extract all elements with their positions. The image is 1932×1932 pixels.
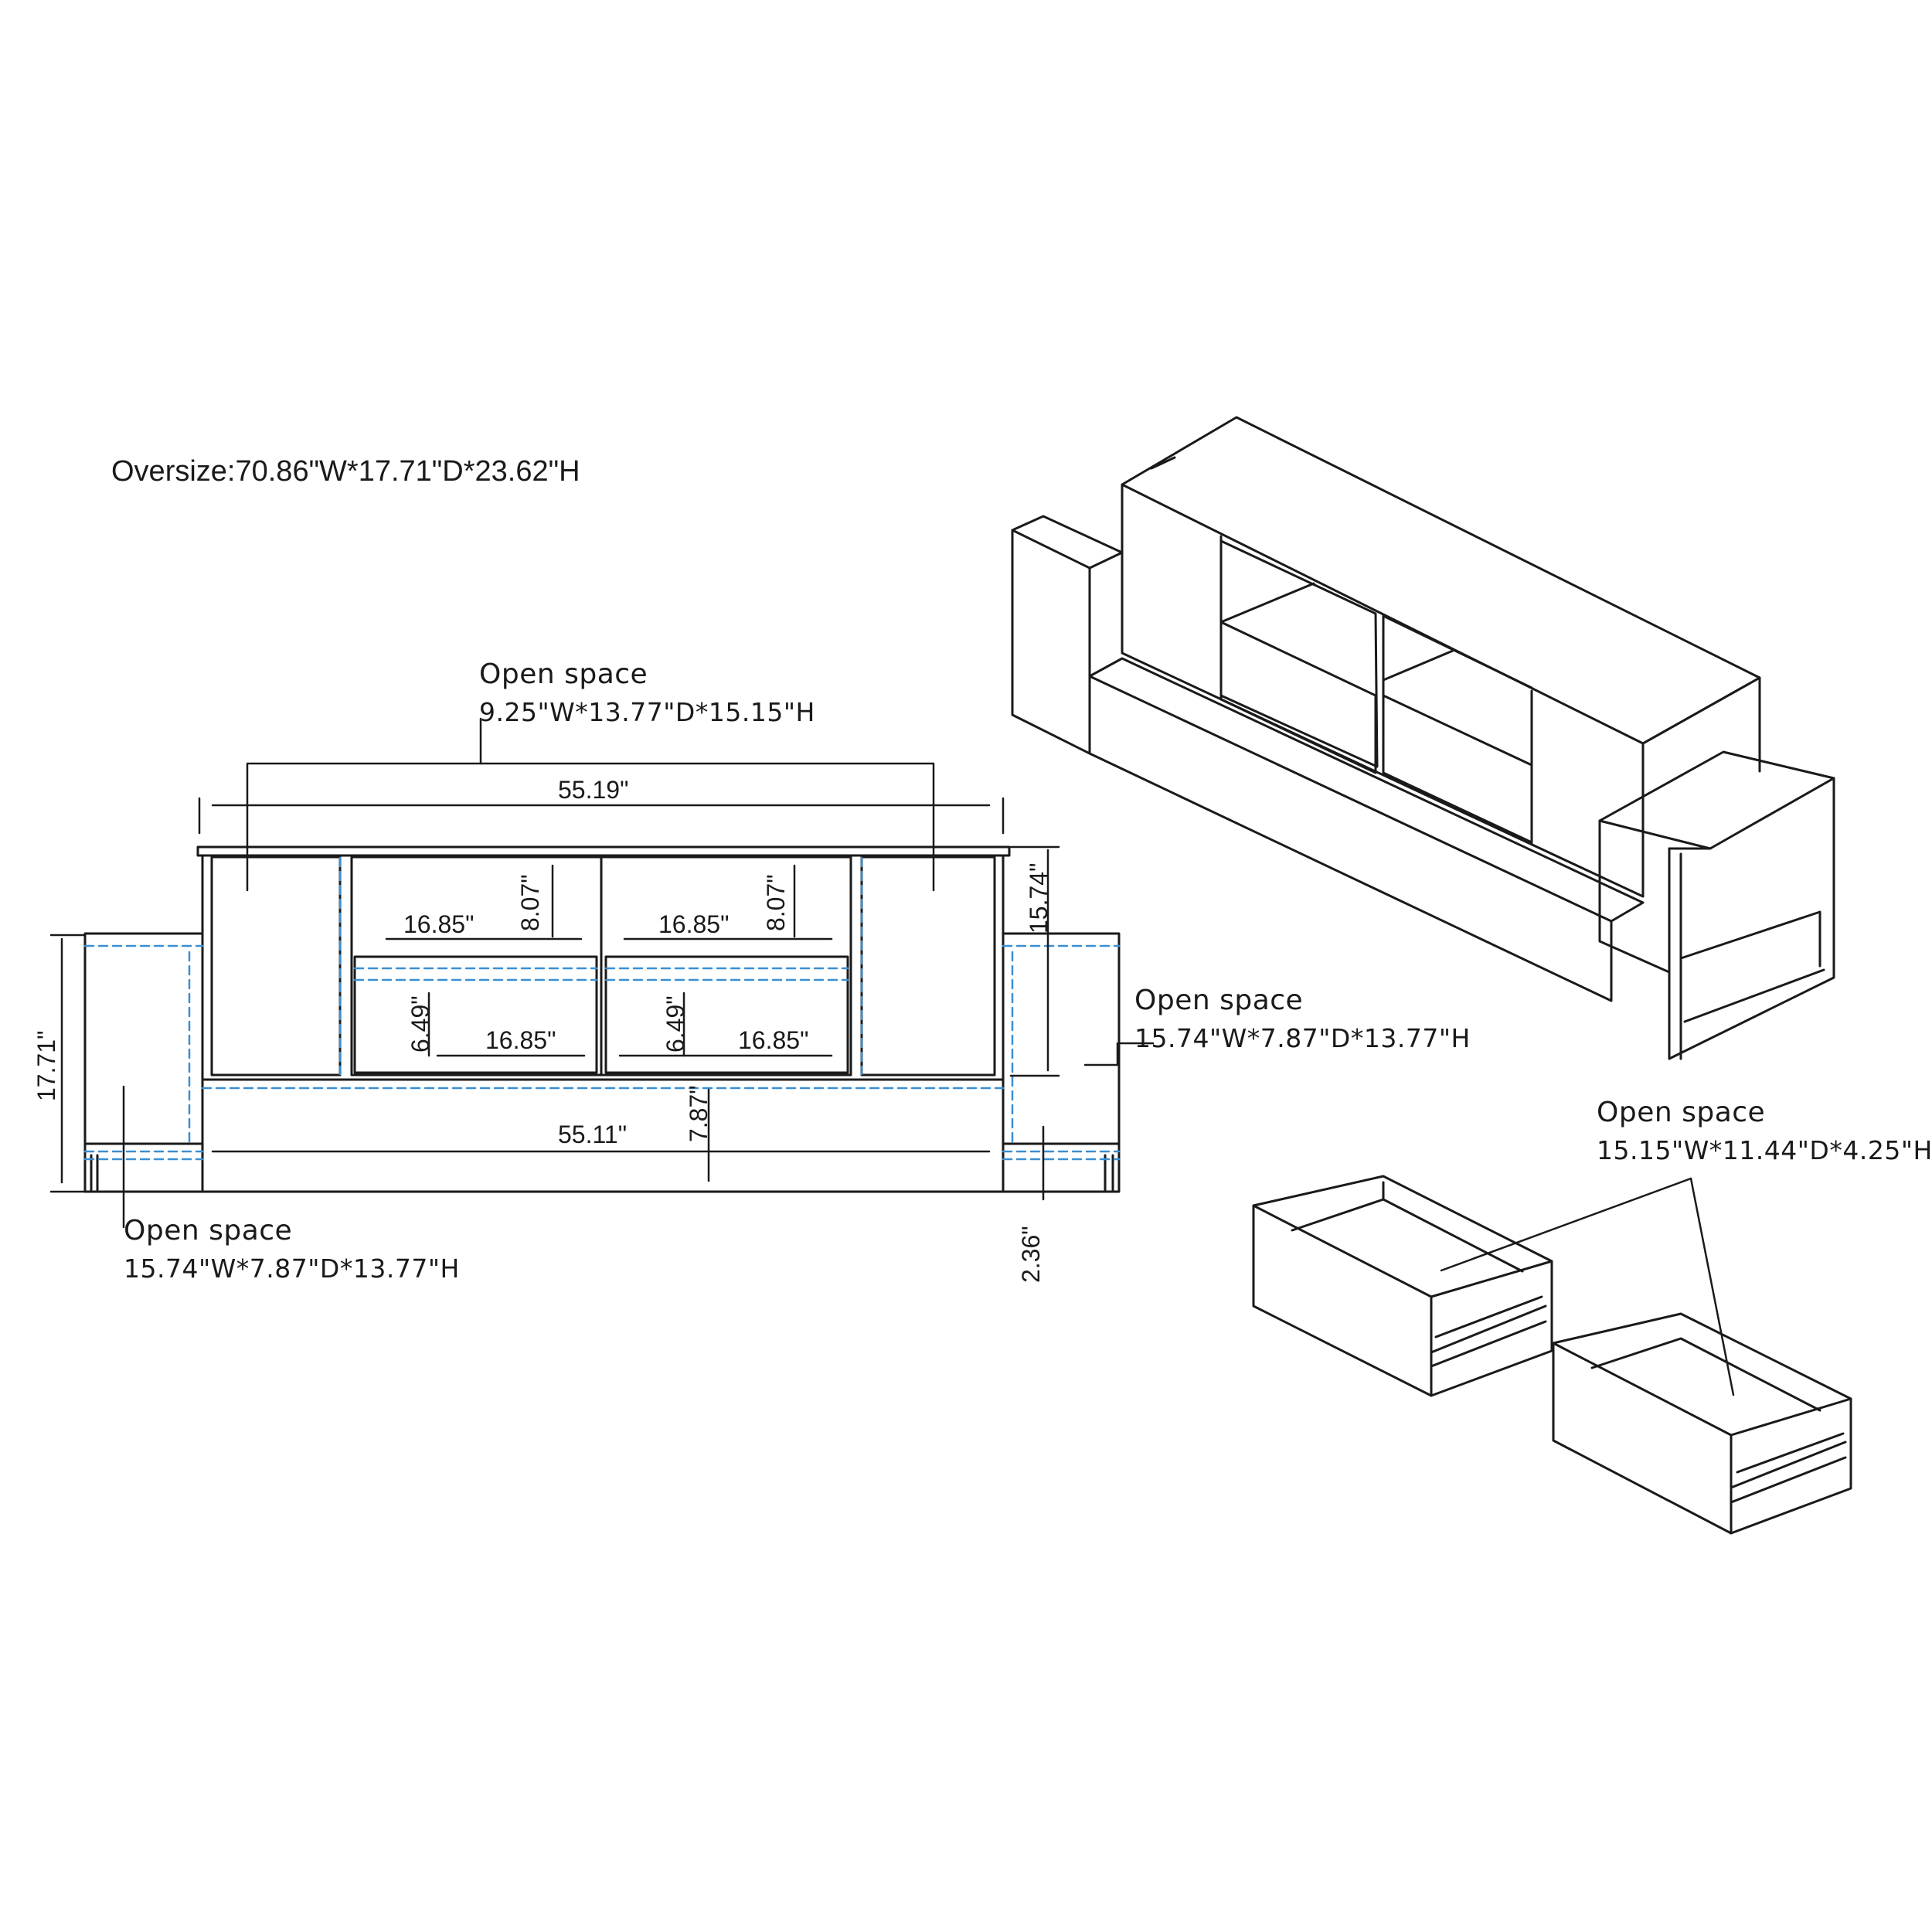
isometric-view: [1011, 416, 1835, 1060]
drawer-right-width-label: 16.85": [738, 1026, 809, 1054]
shelf-left-height-label: 8.07": [516, 874, 544, 931]
page-title: Oversize:70.86"W*17.71"D*23.62"H: [111, 455, 580, 488]
top-open-space-heading: Open space: [479, 658, 648, 690]
drawer-leader-lines: [1440, 1177, 1735, 1396]
bottom-width-label: 55.11": [558, 1121, 628, 1148]
drawer-left-height-label: 6.49": [406, 995, 434, 1053]
front-elevation: [83, 845, 1121, 1193]
left-door: [210, 855, 342, 1077]
cabinet-height-label: 15.74": [1025, 862, 1053, 934]
leg-height-label: 2.36": [1017, 1226, 1045, 1283]
drawer-right-height-label: 6.49": [662, 995, 689, 1053]
top-open-space-size: 9.25"W*13.77"D*15.15"H: [479, 697, 815, 727]
left-open-space-heading: Open space: [124, 1215, 293, 1247]
drawer-left-width-label: 16.85": [485, 1026, 556, 1054]
drawer-detail-2: [1552, 1312, 1852, 1535]
shelf-left-width-label: 16.85": [403, 910, 474, 938]
drawer-left-front: [353, 955, 598, 1074]
drawer-open-space-size: 15.15"W*11.44"D*4.25"H: [1597, 1135, 1932, 1165]
cabinet-body: [201, 854, 1005, 1081]
drawer-detail-1: [1252, 1175, 1553, 1397]
shelf-right-height-label: 8.07": [762, 874, 790, 931]
drawer-right-front: [604, 955, 849, 1074]
right-open-space-heading: Open space: [1134, 985, 1304, 1016]
right-open-space-size: 15.74"W*7.87"D*13.77"H: [1134, 1023, 1471, 1053]
side-unit-left: [83, 932, 204, 1193]
top-width-label: 55.19": [558, 776, 629, 804]
dimension-lines: [49, 717, 1155, 1229]
drawer-open-space-heading: Open space: [1597, 1097, 1766, 1128]
shelf-right-width-label: 16.85": [658, 910, 730, 938]
right-door: [860, 855, 996, 1077]
left-open-space-size: 15.74"W*7.87"D*13.77"H: [124, 1253, 460, 1284]
side-height-label: 17.71": [32, 1030, 60, 1101]
top-slab: [196, 845, 1011, 857]
side-unit-right: [1002, 932, 1121, 1193]
base-height-label: 7.87": [685, 1085, 713, 1142]
hidden-lines: [83, 856, 1121, 1161]
